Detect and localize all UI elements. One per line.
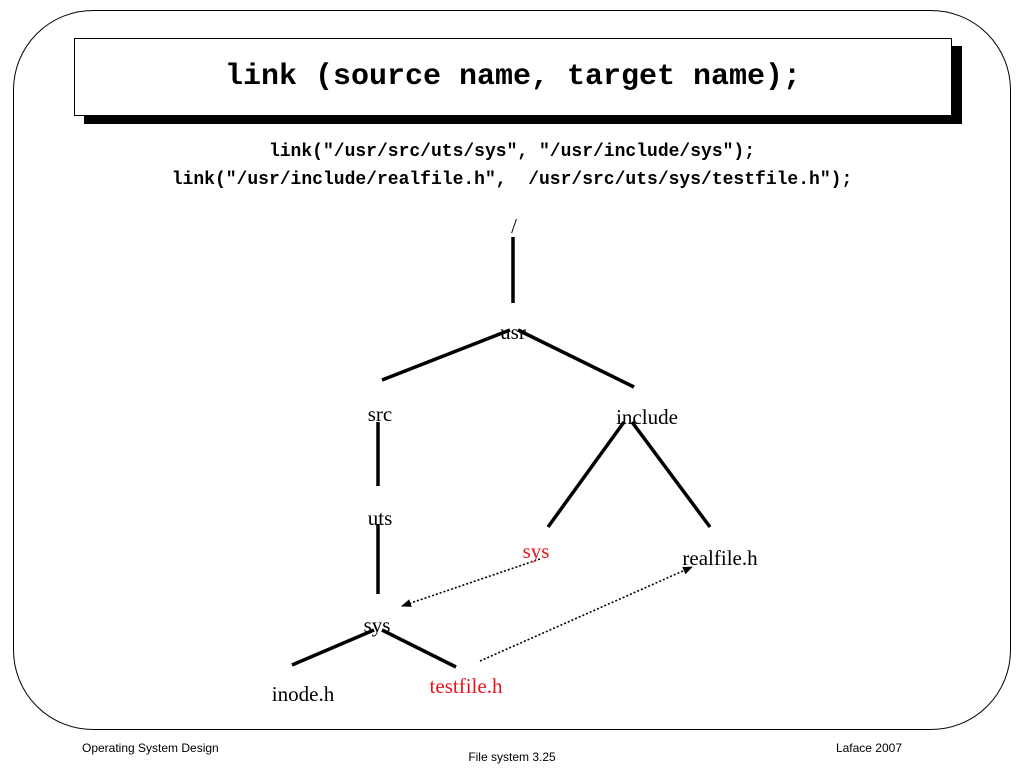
edge-usr-include: [517, 328, 635, 389]
edge-include-sys: [546, 420, 626, 529]
edge-sys-testfile: [381, 628, 457, 669]
edge-include-realfile: [630, 420, 712, 529]
slide-frame: [13, 10, 1011, 730]
node-include: include: [616, 405, 678, 429]
node-include-sys: sys: [522, 539, 550, 563]
edge-sys-inode: [291, 628, 375, 667]
node-realfile: realfile.h: [682, 546, 758, 570]
edge-usr-src: [381, 328, 511, 382]
footer-author: Laface 2007: [835, 741, 902, 755]
slide-title: link (source name, target name);: [224, 60, 802, 94]
footer-page: File system 3.25: [468, 750, 556, 764]
node-src-sys: sys: [363, 613, 391, 637]
node-src: src: [367, 402, 393, 426]
node-testfile: testfile.h: [429, 674, 503, 698]
node-uts: uts: [367, 506, 393, 530]
code-line-2: link("/usr/include/realfile.h", /usr/src…: [171, 170, 853, 190]
code-line-1: link("/usr/src/uts/sys", "/usr/include/s…: [268, 142, 756, 162]
link-arrow-sys: [401, 558, 541, 607]
node-usr: usr: [500, 320, 526, 344]
footer-course: Operating System Design: [82, 741, 219, 755]
link-arrow-realfile: [479, 566, 693, 662]
title-box: link (source name, target name);: [74, 38, 952, 116]
node-root: /: [511, 214, 517, 238]
node-inode: inode.h: [271, 682, 335, 706]
